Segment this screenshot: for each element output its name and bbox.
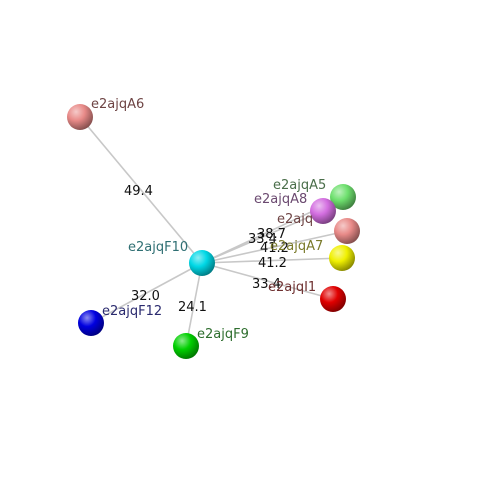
node-label-F12: e2ajqF12 bbox=[102, 304, 162, 319]
node-label-I1: e2ajqI1 bbox=[268, 280, 316, 295]
node-F9[interactable] bbox=[173, 333, 199, 359]
edge-F10-A7 bbox=[201, 257, 343, 264]
node-F10[interactable] bbox=[189, 250, 215, 276]
node-F12[interactable] bbox=[78, 310, 104, 336]
node-I1[interactable] bbox=[320, 286, 346, 312]
node-A6[interactable] bbox=[67, 104, 93, 130]
edge-label-F10-F12: 32.0 bbox=[131, 289, 160, 304]
edge-F10-F9 bbox=[185, 262, 203, 347]
node-label-A8: e2ajqA8 bbox=[254, 192, 307, 207]
edge-F10-A8 bbox=[201, 210, 324, 264]
edge-label-F10-Ax: 41.2 bbox=[260, 241, 289, 256]
edge-F10-F12 bbox=[90, 262, 203, 324]
edge-label-F10-I1: 33.4 bbox=[252, 277, 281, 292]
edge-F10-A6 bbox=[79, 116, 203, 264]
node-label-F10: e2ajqF10 bbox=[128, 240, 188, 255]
node-A8[interactable] bbox=[310, 198, 336, 224]
edge-labels-layer: 49.438.733.441.241.233.432.024.1 bbox=[124, 184, 289, 315]
node-label-F9: e2ajqF9 bbox=[197, 327, 249, 342]
edge-label-F10-A6: 49.4 bbox=[124, 184, 153, 199]
node-label-A7: e2ajqA7 bbox=[270, 239, 323, 254]
node-label-A6: e2ajqA6 bbox=[91, 97, 144, 112]
edge-label-F10-F9: 24.1 bbox=[178, 300, 207, 315]
node-label-Ax: e2ajq bbox=[277, 212, 313, 227]
nodes-layer bbox=[67, 104, 360, 359]
edge-F10-I1 bbox=[201, 262, 334, 300]
edge-label-F10-A7: 41.2 bbox=[258, 256, 287, 271]
node-label-A5: e2ajqA5 bbox=[273, 178, 326, 193]
node-Ax[interactable] bbox=[334, 218, 360, 244]
edge-F10-Ax bbox=[201, 230, 348, 264]
node-A7[interactable] bbox=[329, 245, 355, 271]
edge-label-F10-A5: 38.7 bbox=[257, 227, 286, 242]
edges-layer bbox=[79, 116, 348, 347]
node-A5[interactable] bbox=[330, 184, 356, 210]
edge-label-F10-A8: 33.4 bbox=[248, 232, 277, 247]
